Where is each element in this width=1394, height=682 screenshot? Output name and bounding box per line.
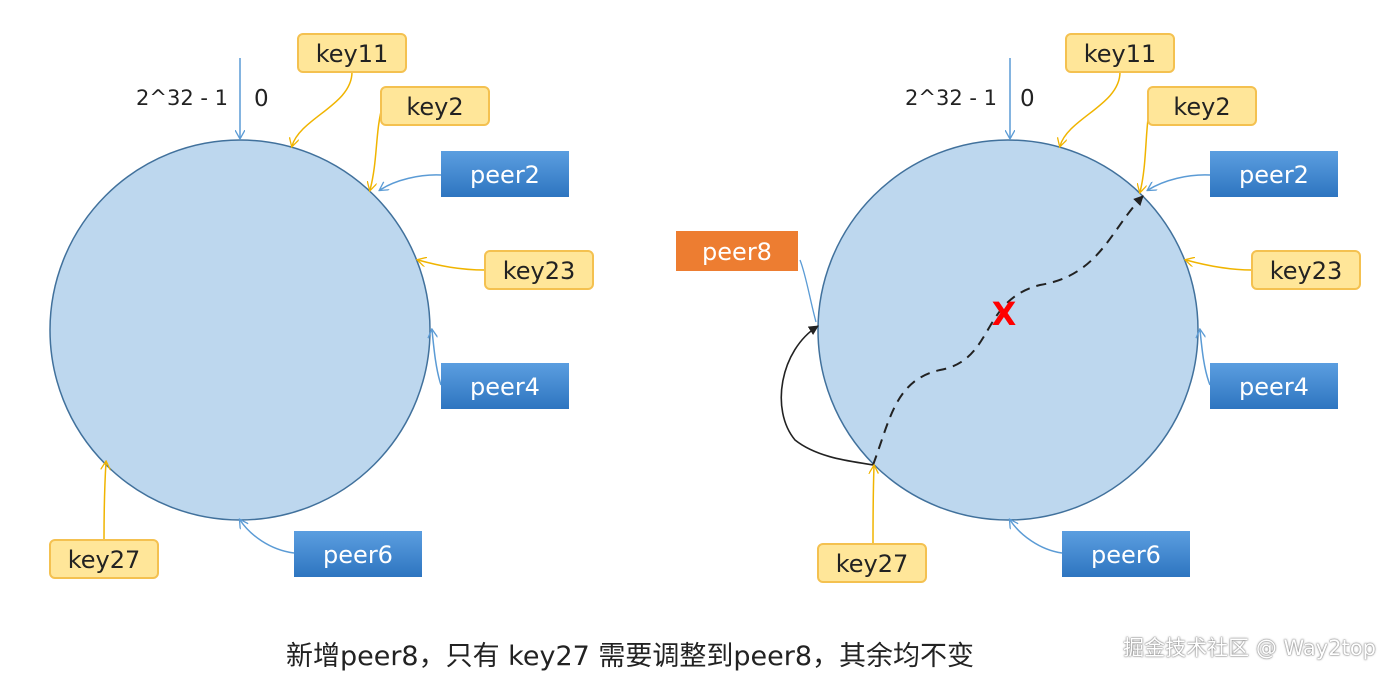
left-zero-label: 0 [254,86,269,112]
right-peer6-label: peer6 [1091,541,1161,569]
left-peer6-connector [240,520,295,554]
left-key23-connector [418,260,486,271]
removed-mark: X [992,295,1017,333]
left-peer4-box: peer4 [441,363,569,409]
right-hash-ring: 2^32 - 1 0 X key11 key2 key23 k [676,33,1361,583]
right-key23-label: key23 [1270,257,1343,285]
right-peer8-box: peer8 [676,231,798,271]
left-peer2-label: peer2 [470,161,540,189]
right-key2-box: key2 [1147,86,1257,126]
right-key11-connector [1060,71,1121,146]
right-key23-connector [1186,260,1253,271]
right-new-mapping-solid [780,325,874,466]
right-peer8-label: peer8 [702,238,772,266]
right-key11-label: key11 [1084,40,1157,68]
right-peer4-box: peer4 [1210,363,1338,409]
left-peer4-label: peer4 [470,373,540,401]
left-key11-label: key11 [316,40,389,68]
left-key23-label: key23 [503,257,576,285]
right-key27-box: key27 [817,543,927,583]
right-peer2-connector [1148,174,1211,190]
diagram-caption: 新增peer8，只有 key27 需要调整到peer8，其余均不变 [285,641,975,672]
left-peer6-box: peer6 [294,531,422,577]
right-peer6-box: peer6 [1062,531,1190,577]
left-max-label: 2^32 - 1 [136,86,228,110]
right-max-label: 2^32 - 1 [905,86,997,110]
left-peer2-connector [380,174,442,190]
right-key2-label: key2 [1173,93,1230,121]
right-peer6-connector [1010,520,1063,554]
right-peer4-connector [1200,330,1211,386]
left-key27-box: key27 [49,539,159,579]
left-peer4-connector [432,330,442,386]
right-zero-label: 0 [1020,86,1035,112]
right-key23-box: key23 [1251,250,1361,290]
left-hash-ring: 2^32 - 1 0 key11 key2 key23 key27 [49,33,594,579]
left-key2-box: key2 [380,86,490,126]
left-peer6-label: peer6 [323,541,393,569]
left-ring-circle [49,139,431,521]
left-key27-connector [104,462,106,541]
left-key27-label: key27 [68,546,141,574]
right-peer4-label: peer4 [1239,373,1309,401]
left-key11-connector [292,71,353,146]
right-old-mapping-dashed [872,195,1144,466]
right-key27-label: key27 [836,550,909,578]
right-key11-box: key11 [1065,33,1175,73]
watermark: 掘金技术社区 @ Way2top [1123,636,1376,660]
left-key23-box: key23 [484,250,594,290]
right-peer2-box: peer2 [1210,151,1338,197]
left-key2-label: key2 [406,93,463,121]
right-peer2-label: peer2 [1239,161,1309,189]
right-key27-connector [873,466,874,545]
left-peer2-box: peer2 [441,151,569,197]
right-peer8-connector [799,259,817,323]
left-key11-box: key11 [297,33,407,73]
